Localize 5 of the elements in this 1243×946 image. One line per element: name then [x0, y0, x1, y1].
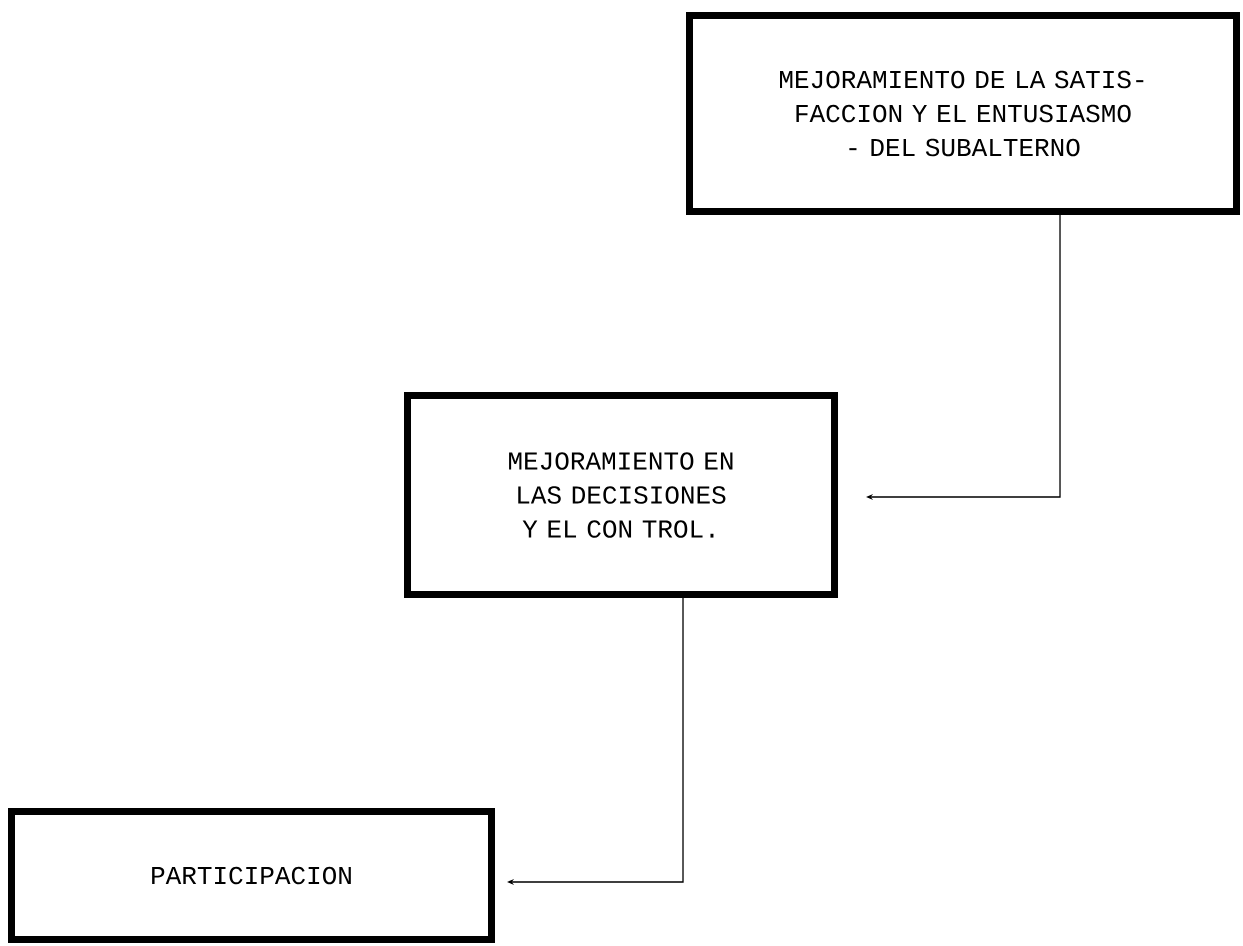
process-box: PARTICIPACION — [8, 808, 495, 943]
process-box: MEJORAMIENTO DE LA SATIS- FACCION Y EL ENTUSIASMO - DEL SUBALTERNO — [686, 12, 1240, 215]
arrow — [507, 597, 684, 886]
arrow — [866, 214, 1061, 501]
process-box: MEJORAMIENTO EN LAS DECISIONES Y EL CON TROL. — [404, 392, 838, 598]
